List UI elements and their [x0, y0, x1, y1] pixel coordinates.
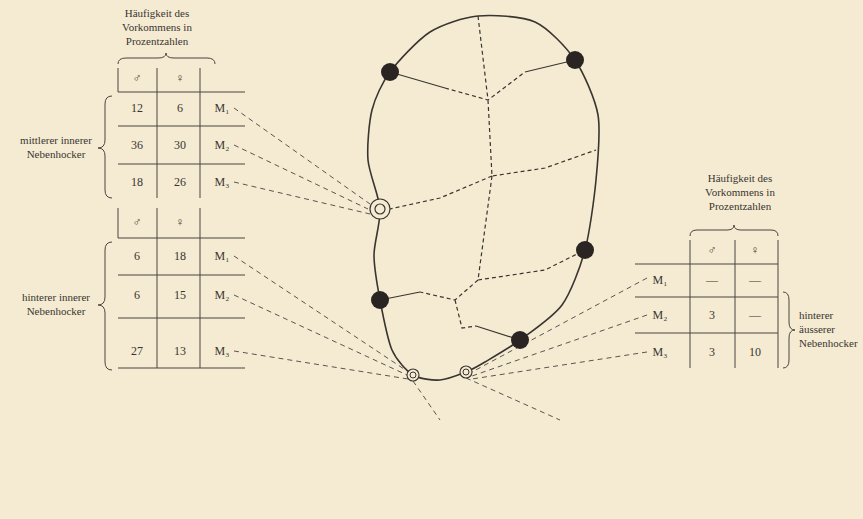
main-cusp	[576, 241, 594, 259]
table-cell: 6	[177, 101, 183, 115]
leader-line	[413, 378, 560, 420]
table-heading: Häufigkeit des Vorkommens in Prozentzahl…	[107, 7, 207, 48]
table-cell: —	[749, 308, 761, 322]
main-cusp	[381, 63, 399, 81]
main-cusp	[371, 291, 389, 309]
bracket	[118, 53, 215, 64]
cusp-name: hinterer äusserer Nebenhocker	[799, 309, 859, 350]
leader-line	[234, 108, 370, 214]
accessory-cusp	[463, 369, 469, 375]
table-cell: M₁	[653, 273, 668, 287]
leader-line	[472, 278, 647, 379]
accessory-cusp	[370, 199, 390, 219]
table-cell: 6	[134, 249, 140, 263]
table-cell: M₂	[653, 308, 668, 322]
table-rule	[635, 240, 778, 368]
accessory-cusp	[410, 372, 416, 378]
table-cell: 27	[131, 344, 143, 358]
bracket	[690, 225, 778, 236]
cusps	[370, 51, 594, 381]
table-cell: 3	[709, 345, 715, 359]
ridge-line	[390, 16, 596, 328]
table-cell: 12	[131, 101, 143, 115]
bracket	[98, 96, 112, 198]
bracket	[98, 242, 112, 370]
table-rule	[118, 208, 245, 368]
table-cell: M₂	[215, 138, 230, 152]
ridges	[380, 16, 596, 340]
bracket	[783, 292, 795, 368]
accessory-cusp	[375, 204, 385, 214]
table-cell: ♂	[133, 215, 142, 229]
table-rule	[118, 68, 245, 198]
table-heading: Häufigkeit des Vorkommens in Prozentzahl…	[690, 172, 790, 213]
table-cell: M₃	[215, 175, 230, 189]
table-cell: M₁	[215, 101, 230, 115]
main-cusp	[511, 331, 529, 349]
table-cell: ♂	[133, 71, 142, 85]
table-cell: 26	[174, 175, 186, 189]
cusp-name: mittlerer innerer Nebenhocker	[17, 134, 95, 162]
leader-line	[234, 256, 408, 379]
table-cell: 15	[174, 288, 186, 302]
table-cell: ♀	[751, 243, 760, 257]
table-lines	[98, 53, 795, 370]
table-cell: M₂	[215, 288, 230, 302]
table-cell: M₁	[215, 249, 230, 263]
tooth-outline	[368, 16, 599, 381]
accessory-cusp	[460, 366, 472, 378]
table-cell: 13	[174, 344, 186, 358]
table-cell: —	[749, 273, 761, 287]
accessory-cusp	[407, 369, 419, 381]
table-cell: ♀	[176, 71, 185, 85]
leader-lines	[234, 108, 647, 420]
ridge-line	[380, 60, 575, 340]
table-cell: 36	[131, 138, 143, 152]
table-cell: 18	[174, 249, 186, 263]
table-cell: 18	[131, 175, 143, 189]
table-cell: 10	[749, 345, 761, 359]
cusp-name: hinterer innerer Nebenhocker	[17, 291, 95, 319]
table-cell: ♂	[708, 243, 717, 257]
table-cell: 6	[134, 288, 140, 302]
table-cell: 3	[709, 308, 715, 322]
table-cell: M₃	[653, 345, 668, 359]
table-cell: ♀	[176, 215, 185, 229]
table-cell: M₃	[215, 344, 230, 358]
main-cusp	[566, 51, 584, 69]
table-cell: 30	[174, 138, 186, 152]
table-cell: —	[706, 273, 718, 287]
